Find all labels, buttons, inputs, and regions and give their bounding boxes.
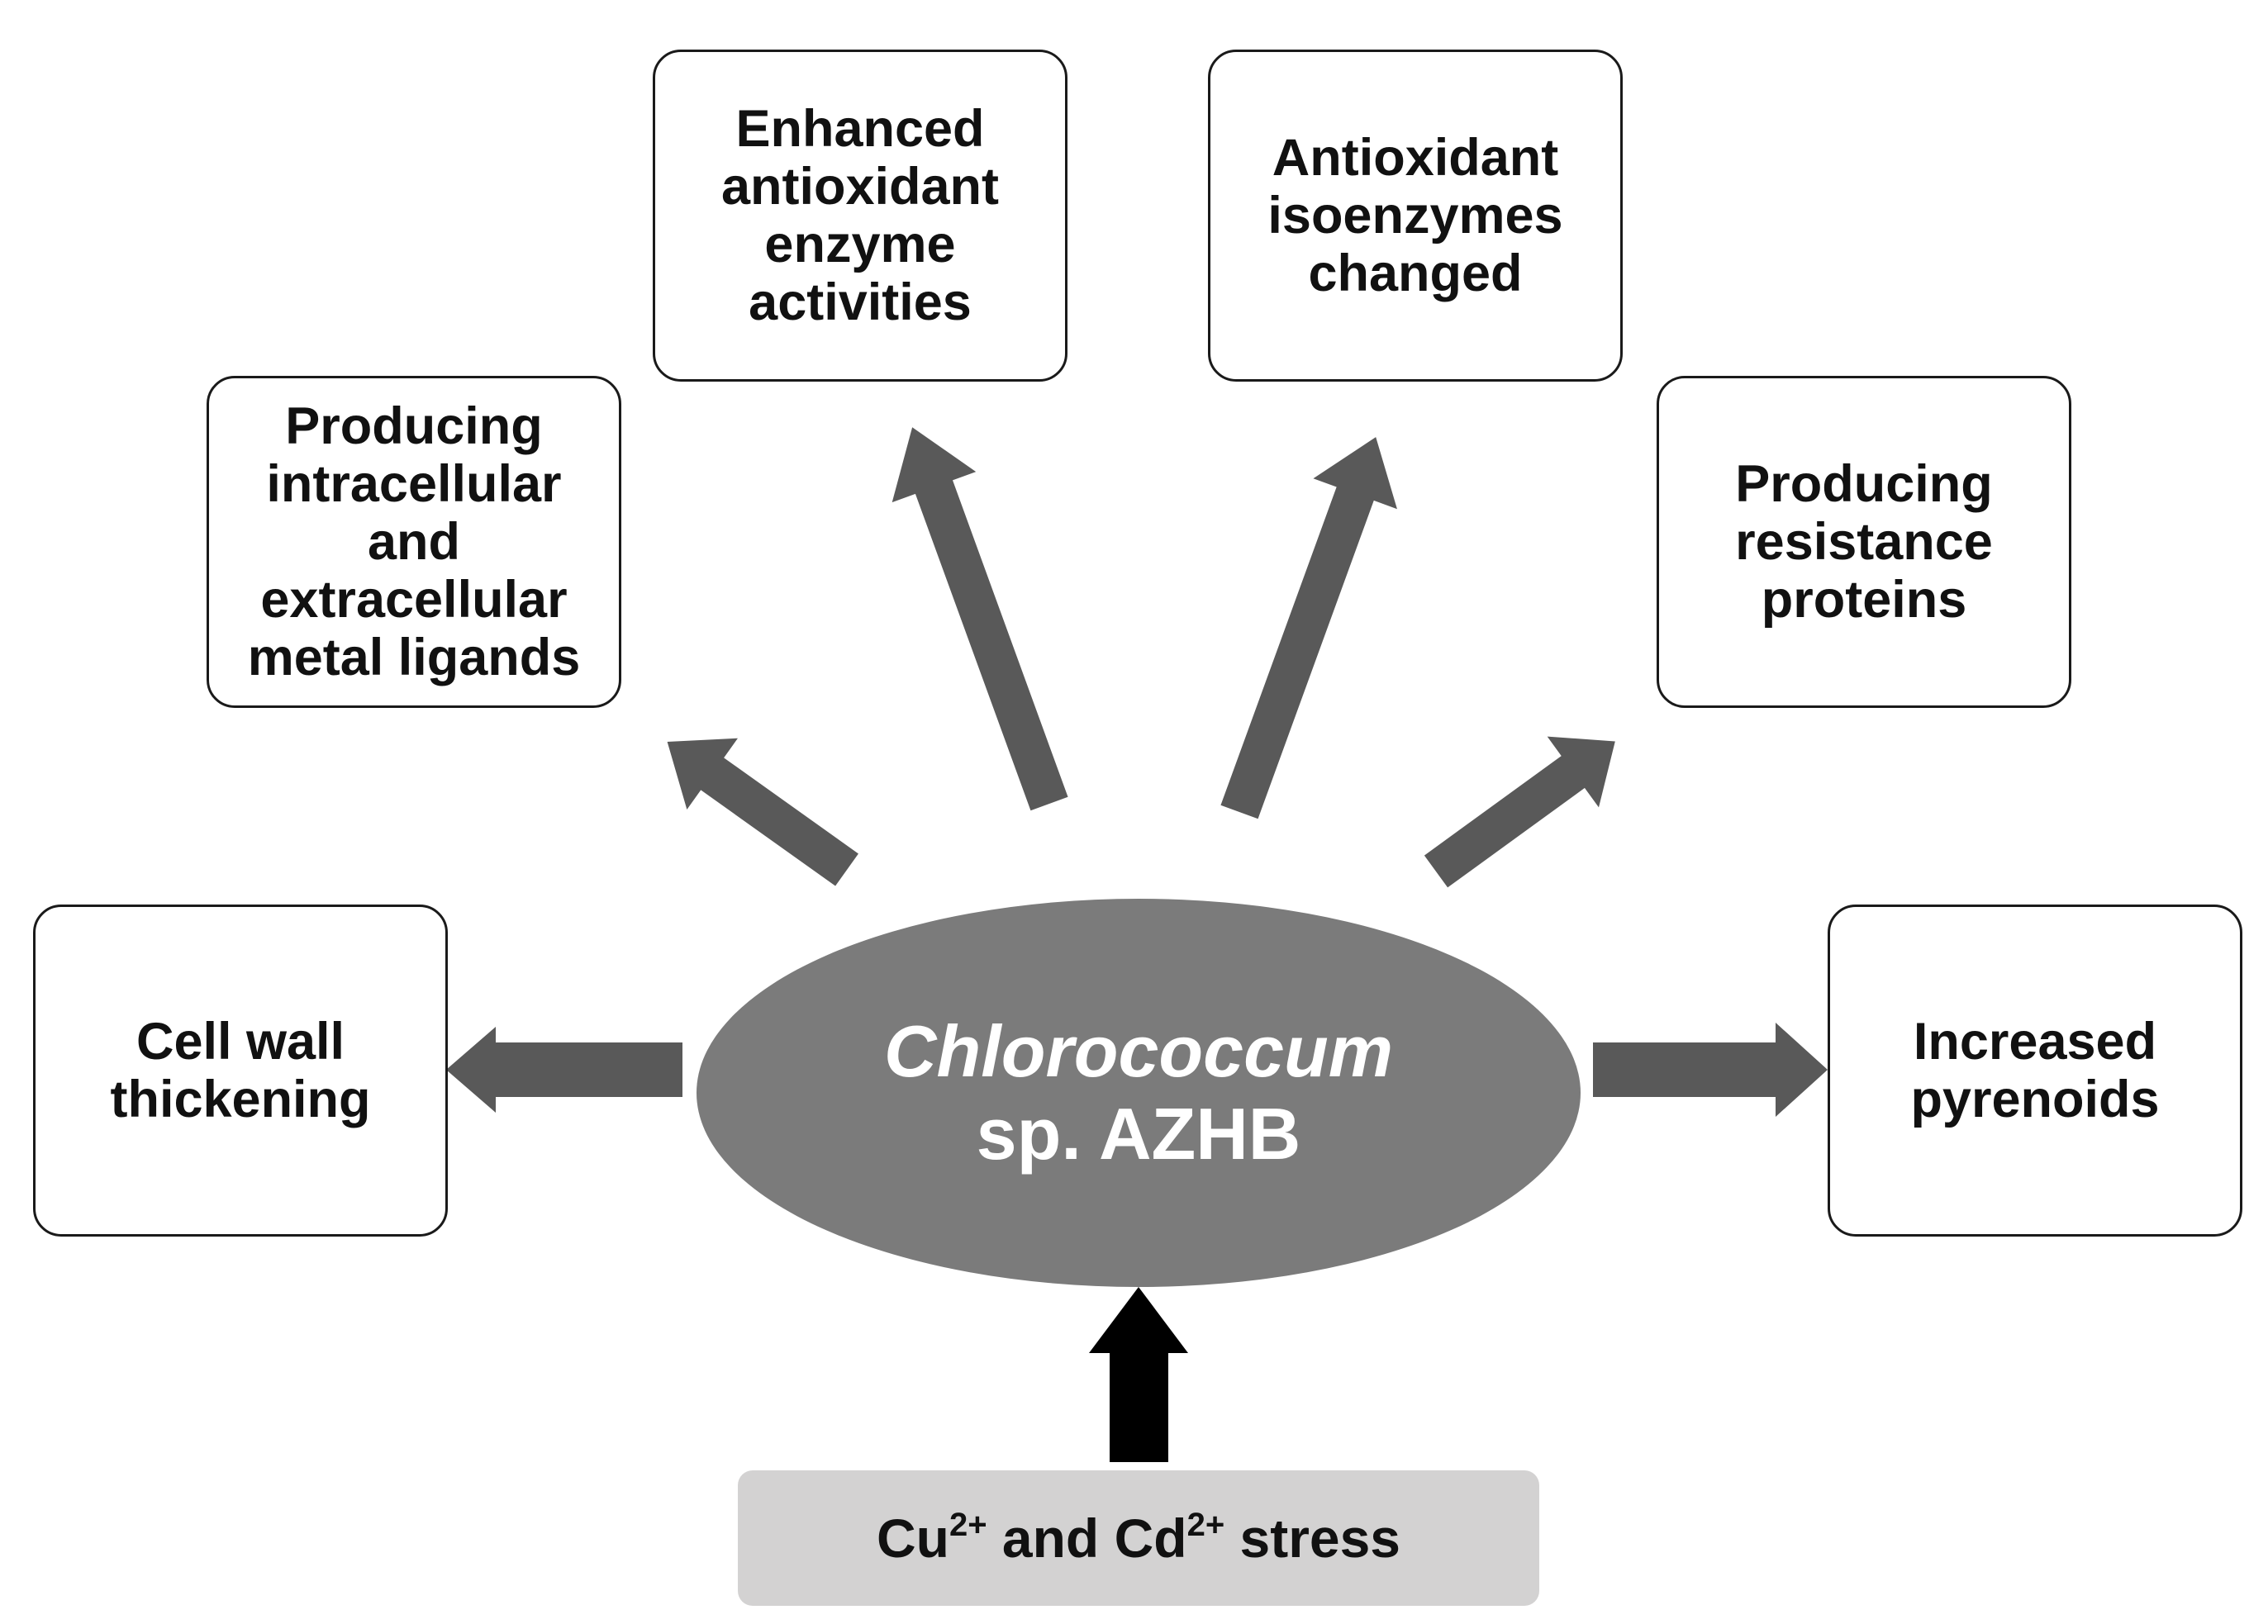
stress-ion-cadmium: Cd — [1114, 1508, 1187, 1569]
arrow-to-isoenzymes — [1220, 437, 1397, 819]
stress-charge-cadmium: 2+ — [1186, 1507, 1225, 1543]
arrow-to-antioxidant-enzymes — [892, 427, 1068, 811]
box-cell-wall-label: Cell wall thickening — [110, 1013, 371, 1128]
stress-box: Cu2+ and Cd2+ stress — [738, 1470, 1539, 1606]
organism-strain: sp. AZHB — [976, 1093, 1301, 1175]
arrow-to-cell-wall — [446, 1027, 682, 1113]
arrow-to-pyrenoids — [1593, 1023, 1828, 1117]
box-isoenzymes-label: Antioxidant isoenzymes changed — [1267, 129, 1563, 302]
organism-ellipse: Chlorococcum sp. AZHB — [697, 899, 1581, 1287]
stress-charge-copper: 2+ — [949, 1507, 987, 1543]
arrow-to-resistance-proteins — [1424, 736, 1615, 888]
box-isoenzymes: Antioxidant isoenzymes changed — [1208, 50, 1623, 382]
box-antioxidant-enzymes: Enhanced antioxidant enzyme activities — [653, 50, 1067, 382]
box-cell-wall-thickening: Cell wall thickening — [33, 905, 448, 1237]
stress-label: Cu2+ and Cd2+ stress — [877, 1507, 1400, 1569]
stress-and: and — [987, 1508, 1115, 1569]
arrow-stress-input — [1089, 1287, 1188, 1462]
box-pyrenoids-label: Increased pyrenoids — [1910, 1013, 2160, 1128]
box-metal-ligands: Producing intracellular and extracellula… — [207, 376, 621, 708]
box-resistance-proteins-label: Producing resistance proteins — [1735, 455, 1993, 629]
box-pyrenoids: Increased pyrenoids — [1828, 905, 2242, 1237]
box-metal-ligands-label: Producing intracellular and extracellula… — [247, 397, 581, 686]
stress-suffix: stress — [1224, 1508, 1401, 1569]
arrow-to-metal-ligands — [667, 738, 858, 886]
organism-genus: Chlorococcum — [883, 1010, 1394, 1092]
box-resistance-proteins: Producing resistance proteins — [1657, 376, 2071, 708]
stress-ion-copper: Cu — [876, 1508, 949, 1569]
box-antioxidant-enzymes-label: Enhanced antioxidant enzyme activities — [720, 100, 999, 331]
